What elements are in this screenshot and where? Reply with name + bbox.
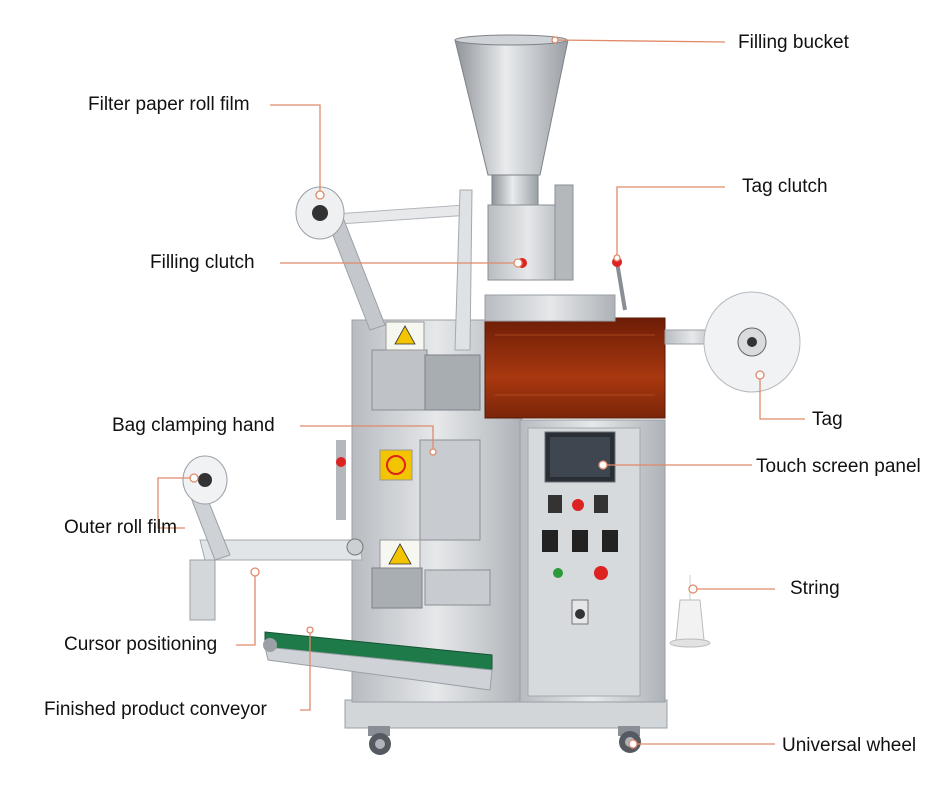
label-universal-wheel: Universal wheel xyxy=(782,735,917,756)
label-touch-screen-panel: Touch screen panel xyxy=(756,456,921,477)
label-string: String xyxy=(790,578,840,599)
label-finished-product-conveyor: Finished product conveyor xyxy=(44,699,267,720)
leader-tag xyxy=(759,375,805,420)
warning-sign-icon xyxy=(379,321,425,571)
leader-filter-paper-roll-film xyxy=(270,104,321,193)
label-bag-clamping-hand: Bag clamping hand xyxy=(112,415,275,436)
universal-wheel xyxy=(618,726,641,753)
leader-finished-product-conveyor xyxy=(300,630,311,711)
tag-roll xyxy=(703,291,801,393)
label-filling-clutch: Filling clutch xyxy=(150,252,255,273)
leader-lines xyxy=(157,39,805,745)
label-filling-bucket: Filling bucket xyxy=(738,32,849,53)
amber-guard-window xyxy=(484,317,666,419)
leader-filling-bucket xyxy=(556,39,726,43)
leader-bag-clamping-hand xyxy=(300,425,434,452)
machine xyxy=(182,34,801,755)
label-filter-paper-roll-film: Filter paper roll film xyxy=(88,94,250,115)
outer-roll-film xyxy=(182,455,228,505)
base-frame xyxy=(344,699,668,729)
upper-body xyxy=(484,294,616,322)
string-cone xyxy=(669,575,711,648)
leader-dots xyxy=(189,36,765,749)
label-tag-clutch: Tag clutch xyxy=(742,176,828,197)
filling-bucket xyxy=(454,39,569,176)
label-outer-roll-film: Outer roll film xyxy=(64,517,177,538)
wheel-left xyxy=(368,726,391,755)
label-tag: Tag xyxy=(812,409,843,430)
control-buttons xyxy=(542,495,618,625)
leader-tag-clutch xyxy=(616,186,725,258)
leader-outer-roll-film xyxy=(157,477,192,529)
label-cursor-positioning: Cursor positioning xyxy=(64,634,218,655)
leader-cursor-positioning xyxy=(236,573,256,646)
finished-product-conveyor xyxy=(263,631,493,691)
